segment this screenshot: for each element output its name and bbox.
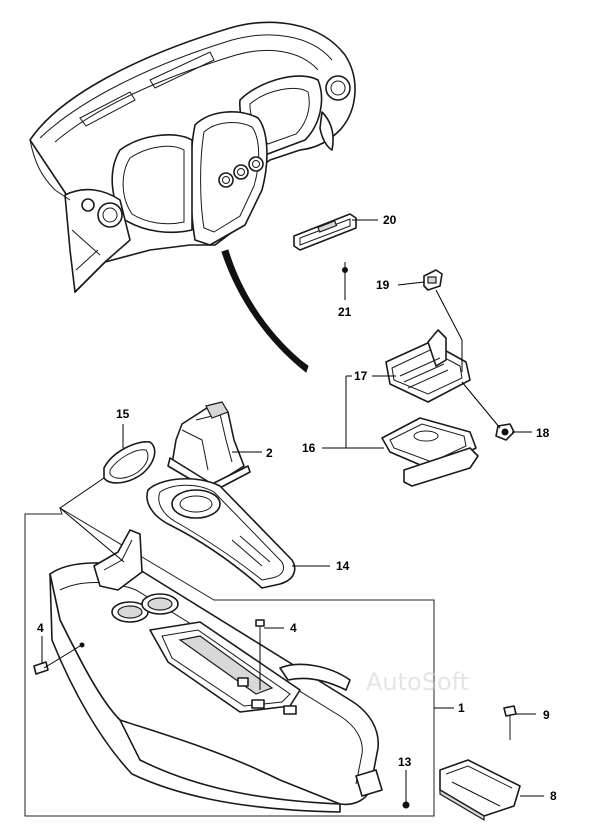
part-20-switch-panel bbox=[293, 213, 357, 251]
callout-17: 17 bbox=[354, 369, 368, 383]
callout-4-left: 4 bbox=[37, 621, 44, 635]
callout-16: 16 bbox=[302, 441, 316, 455]
part-16-ashtray bbox=[381, 417, 479, 487]
assembly-arrow bbox=[221, 249, 309, 373]
console-frame-box bbox=[24, 506, 435, 817]
part-19-clip bbox=[423, 269, 443, 291]
callout-13: 13 bbox=[398, 755, 412, 769]
part-18-screw bbox=[495, 423, 515, 441]
callout-15: 15 bbox=[116, 407, 130, 421]
watermark: AutoSoft bbox=[366, 668, 469, 696]
part-15-cover bbox=[103, 441, 156, 484]
callout-19: 19 bbox=[376, 278, 390, 292]
callout-20: 20 bbox=[383, 213, 397, 227]
leader-lines bbox=[41, 219, 544, 802]
part-17-ashtray-housing bbox=[385, 329, 471, 403]
callout-1: 1 bbox=[458, 701, 465, 715]
callout-4-center: 4 bbox=[290, 621, 297, 635]
callout-8: 8 bbox=[550, 789, 557, 803]
callout-18: 18 bbox=[536, 426, 550, 440]
callout-2: 2 bbox=[266, 446, 273, 460]
part-14-shift-panel bbox=[146, 477, 296, 589]
part-9-screw bbox=[503, 705, 517, 740]
part-21-screw bbox=[342, 262, 348, 285]
dashboard-assembly bbox=[29, 21, 356, 293]
callout-21: 21 bbox=[338, 305, 352, 319]
part-8-rear-cover bbox=[439, 759, 521, 822]
callout-14: 14 bbox=[336, 559, 350, 573]
part-1-center-console bbox=[49, 529, 383, 813]
callout-9: 9 bbox=[543, 708, 550, 722]
part-4-screw-center bbox=[255, 619, 265, 690]
part-13-screw bbox=[402, 801, 410, 809]
